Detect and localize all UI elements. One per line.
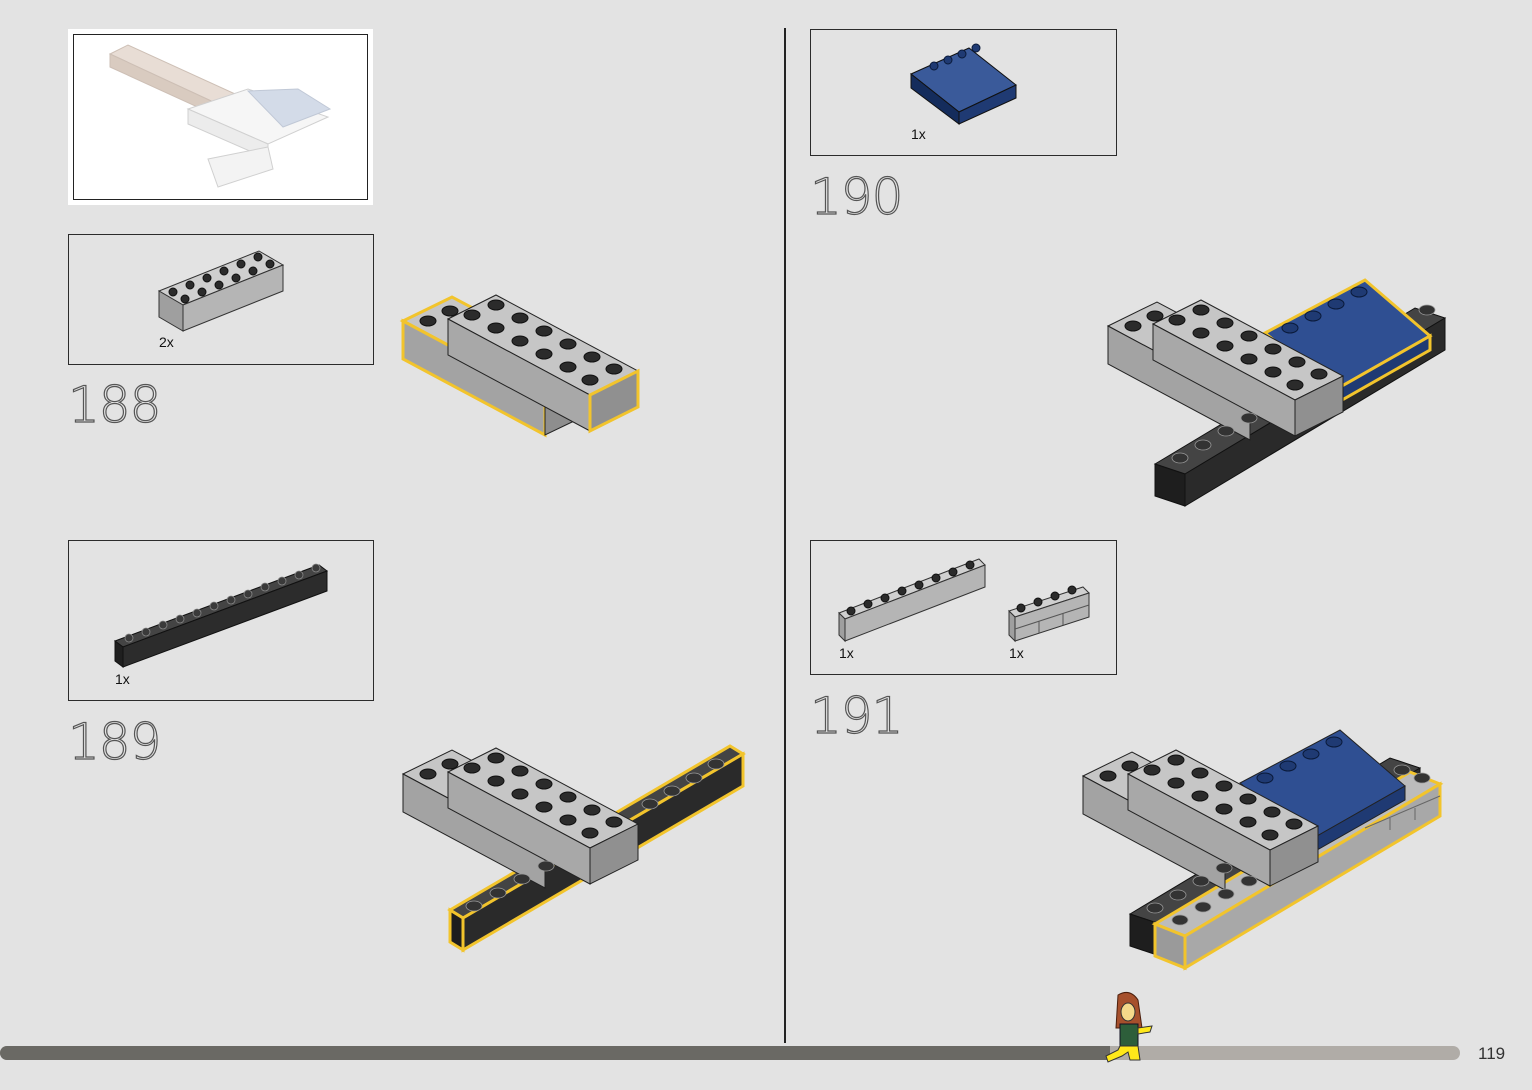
step-190-model-image bbox=[1105, 278, 1455, 508]
parts-callout-step-191: 1x 1x bbox=[810, 540, 1117, 675]
overview-thumbnail bbox=[68, 29, 373, 205]
dark-blue-slope-icon bbox=[811, 30, 1118, 157]
part-quantity: 1x bbox=[839, 645, 854, 661]
step-189-model-image bbox=[400, 738, 750, 958]
step-number-191: 191 bbox=[810, 687, 902, 745]
progress-bar-fill bbox=[0, 1046, 1110, 1060]
overview-model-image bbox=[68, 29, 373, 205]
step-188-model-image bbox=[400, 285, 660, 445]
parts-callout-step-188: 2x bbox=[68, 234, 374, 365]
progress-bar bbox=[0, 1046, 1460, 1060]
part-quantity: 1x bbox=[911, 126, 926, 142]
part-quantity: 1x bbox=[115, 671, 130, 687]
parts-callout-step-189: 1x bbox=[68, 540, 374, 701]
step-number-188: 188 bbox=[68, 376, 160, 434]
step-number-189: 189 bbox=[68, 713, 160, 771]
part-quantity: 2x bbox=[159, 334, 174, 350]
gray-brick-2x6-icon bbox=[69, 235, 375, 366]
page-divider bbox=[784, 28, 786, 1043]
step-number-190: 190 bbox=[810, 168, 902, 226]
minifigure-icon bbox=[1100, 990, 1160, 1072]
page-number: 119 bbox=[1478, 1044, 1505, 1064]
step-191-model-image bbox=[1080, 728, 1450, 973]
parts-callout-step-190: 1x bbox=[810, 29, 1117, 156]
gray-masonry-brick-icon bbox=[811, 541, 1118, 676]
part-quantity: 1x bbox=[1009, 645, 1024, 661]
